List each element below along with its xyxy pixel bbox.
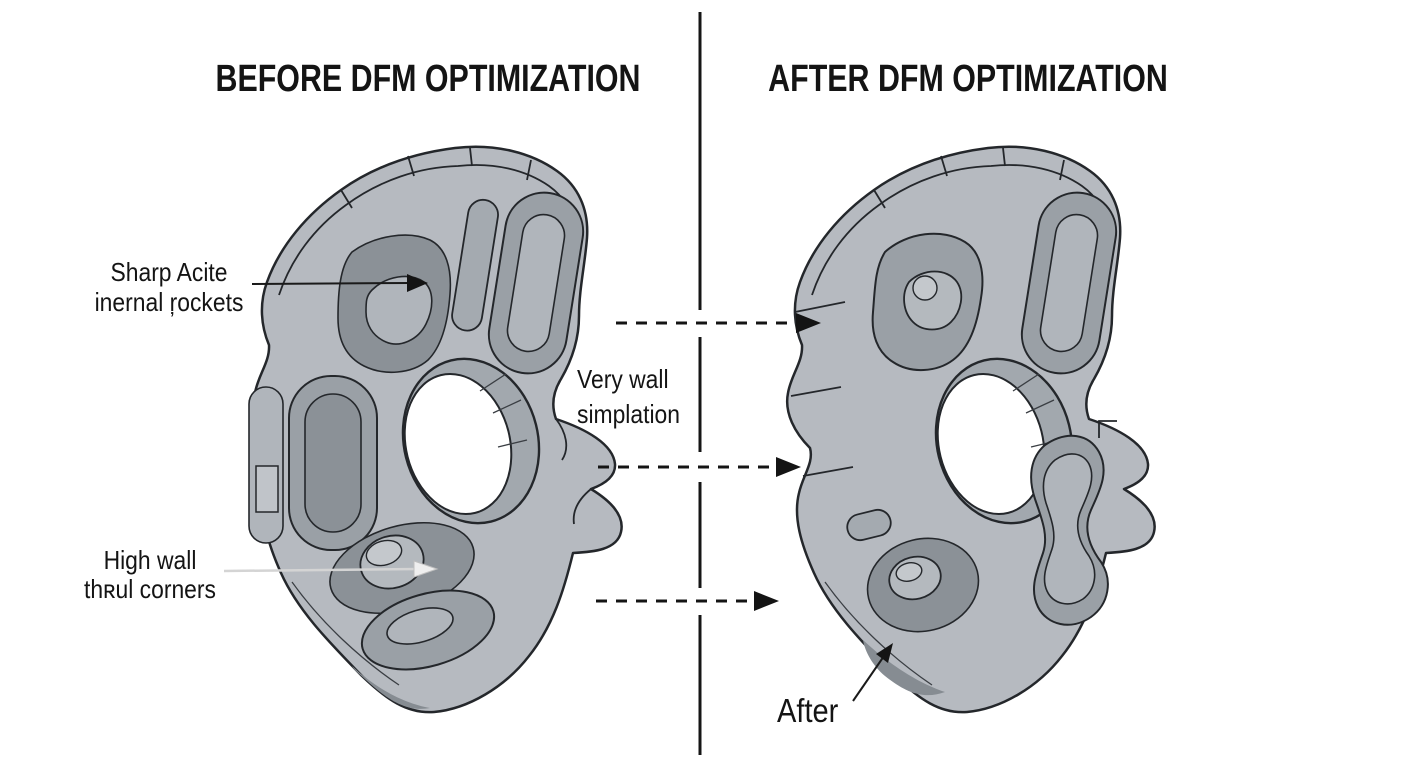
left-slot-step [255,465,279,513]
top-rim-edge [811,164,1108,296]
right-slot-floor [506,213,566,353]
leader-arrow-after [852,643,893,702]
top-facet-lines [873,147,1065,209]
central-bore [403,372,513,516]
before-part-drawing [248,145,623,714]
after-title: AFTER DFM OPTIMIZATION [768,58,1168,100]
transfer-arrow-top [616,313,821,333]
left-tall-pocket-floor [304,393,362,533]
corner-mark [1098,420,1117,438]
boss-1-cap [365,539,403,567]
before-title: BEFORE DFM OPTIMIZATION [215,58,641,100]
top-facet-lines [340,147,532,209]
annotation-line-2: simplation [577,399,681,429]
annotation-sharp-internal-pockets: Sharp Acite inernal ŗockets [72,257,266,317]
annotation-line-1: Sharp Acite [110,257,228,287]
s-shaped-slot-floor [1042,453,1096,605]
bottom-rim-line [824,581,933,686]
right-slot-floor [1039,213,1099,353]
smoothed-pocket-boss-cap [912,275,938,301]
bore-facet-lines [479,373,528,448]
boss-2 [386,607,454,645]
ear-contours [555,418,592,525]
transfer-arrow-middle [598,457,801,477]
annotation-line-2: inernal ŗockets [94,287,244,317]
narrow-slot [451,198,499,332]
bottom-rim-line [291,581,400,686]
leader-arrow-high-wall [223,560,439,578]
central-bore [936,372,1046,516]
left-narrow-slot [248,386,284,544]
left-band-facet-lines [790,301,854,477]
transfer-arrow-bottom [596,591,779,611]
annotation-line-2: thʀul corners [84,574,216,604]
annotation-line-1: Very wall [577,364,669,394]
small-relief-slot [846,508,892,542]
leader-arrow-sharp-pockets [251,274,428,292]
foot-shading [863,640,945,696]
after-part-drawing [785,145,1156,714]
annotation-high-wall-corners: High wall thʀul corners [62,546,238,604]
lower-boss-cap [895,562,923,582]
annotation-wall-simplification: Very wall simplation [577,362,680,432]
top-rim-edge [278,164,575,296]
annotation-line-1: High wall [103,545,197,575]
annotation-after: After [777,692,839,729]
